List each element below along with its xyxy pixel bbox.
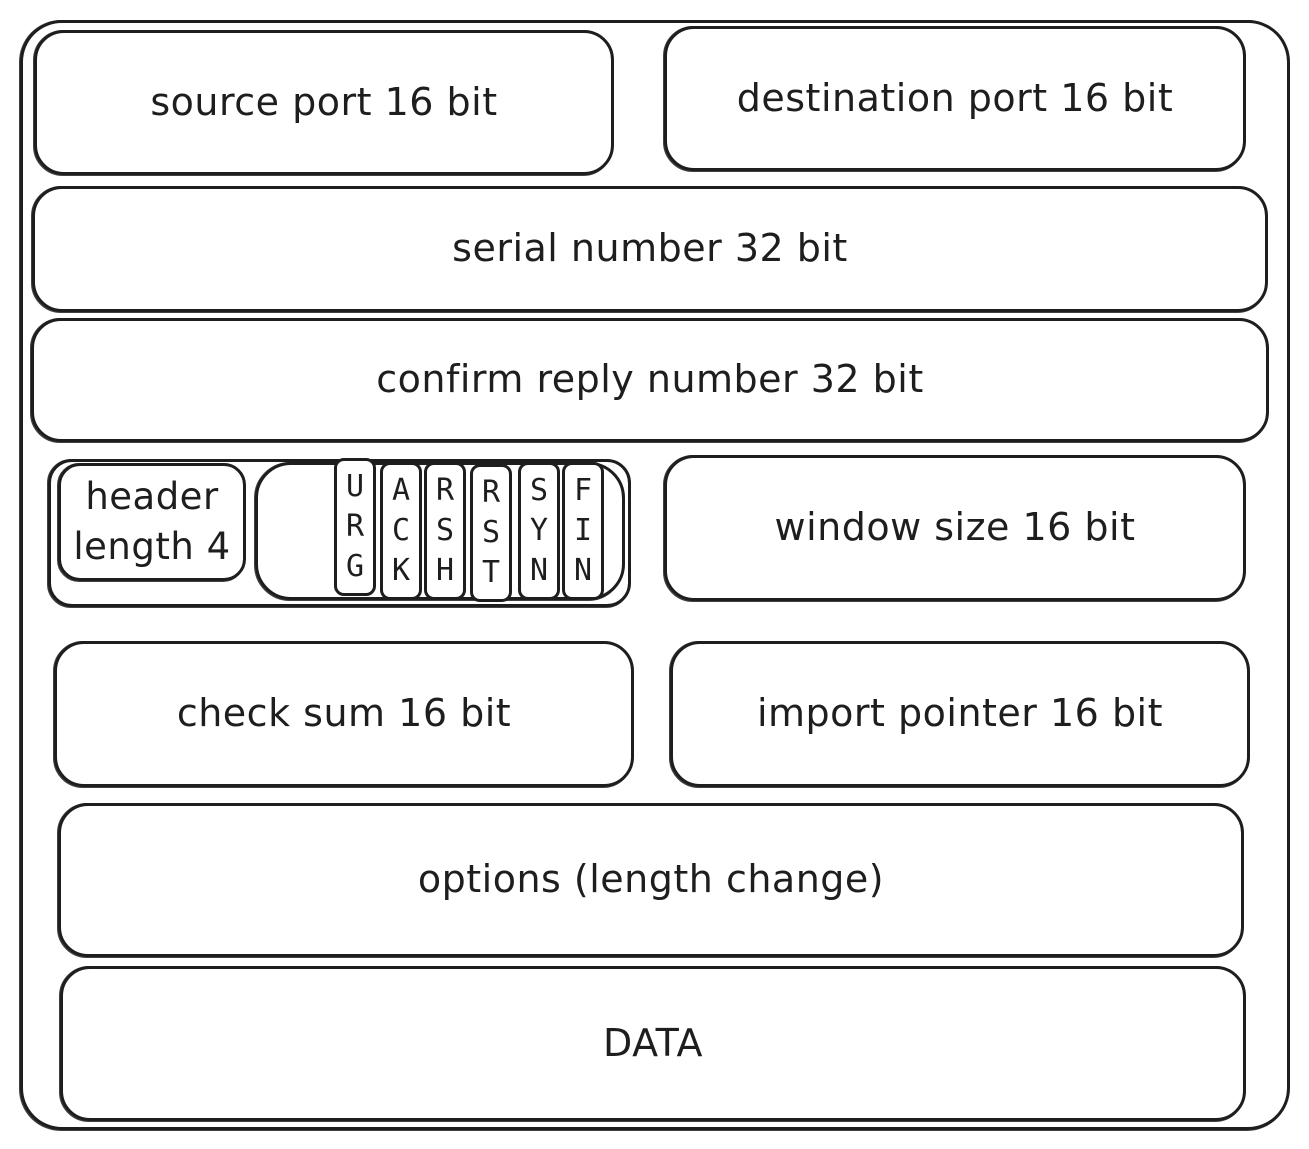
flag-rst-letter: S xyxy=(481,515,501,550)
flag-fin-letter: I xyxy=(573,513,593,548)
flag-ack-letter: K xyxy=(391,553,411,588)
flag-syn-letter: S xyxy=(529,473,549,508)
source-port-field: source port 16 bit xyxy=(33,30,614,176)
check-sum-label: check sum 16 bit xyxy=(176,691,512,736)
data-field: DATA xyxy=(59,966,1246,1122)
flag-fin-letter: N xyxy=(573,553,593,588)
destination-port-label: destination port 16 bit xyxy=(736,75,1174,120)
flag-ack-letter: A xyxy=(391,473,411,508)
flag-rsh-letter: H xyxy=(435,553,455,588)
flag-urg-letter: U xyxy=(345,469,365,504)
flag-ack-letter: C xyxy=(391,513,411,548)
source-port-label: source port 16 bit xyxy=(150,79,498,124)
flag-rsh-letter: S xyxy=(435,513,455,548)
data-label: DATA xyxy=(603,1020,703,1065)
import-pointer-field: import pointer 16 bit xyxy=(669,641,1250,788)
check-sum-field: check sum 16 bit xyxy=(53,641,634,788)
flag-rst-letter: R xyxy=(481,475,501,510)
import-pointer-label: import pointer 16 bit xyxy=(756,691,1164,736)
options-field: options (length change) xyxy=(57,803,1244,958)
window-size-label: window size 16 bit xyxy=(774,505,1136,550)
header-length-field: header length 4 xyxy=(57,463,246,582)
options-label: options (length change) xyxy=(417,857,885,902)
flag-urg-letter: G xyxy=(345,549,365,584)
header-length-label: header length 4 xyxy=(73,475,231,568)
confirm-reply-number-label: confirm reply number 32 bit xyxy=(376,357,924,402)
flag-syn-letter: Y xyxy=(529,513,549,548)
flag-urg-letter: R xyxy=(345,509,365,544)
flag-rst-letter: T xyxy=(481,555,501,590)
serial-number-field: serial number 32 bit xyxy=(31,186,1268,313)
destination-port-field: destination port 16 bit xyxy=(663,26,1246,172)
flag-rsh-letter: R xyxy=(435,473,455,508)
window-size-field: window size 16 bit xyxy=(663,455,1246,602)
flag-fin-letter: F xyxy=(573,473,593,508)
serial-number-label: serial number 32 bit xyxy=(452,226,848,271)
confirm-reply-number-field: confirm reply number 32 bit xyxy=(30,318,1269,443)
flag-syn-letter: N xyxy=(529,553,549,588)
